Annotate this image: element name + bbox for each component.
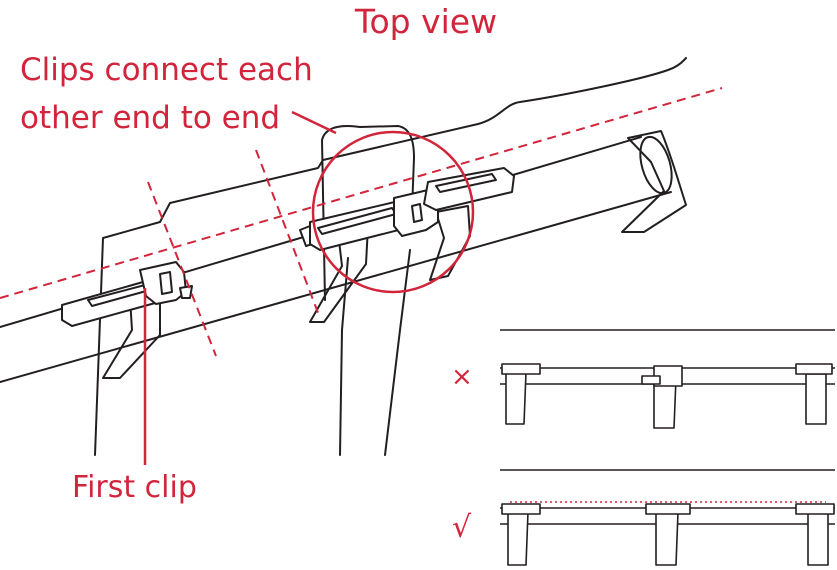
highlight-circle — [311, 130, 475, 294]
right-strap — [621, 130, 687, 233]
incorrect-example — [500, 329, 835, 429]
vertical-post — [321, 125, 415, 456]
first-clip — [61, 261, 193, 327]
connected-clips — [299, 167, 515, 251]
incorrect-mark: × — [451, 362, 473, 392]
callout-text-line-1: Clips connect each — [20, 52, 313, 88]
first-clip-label: First clip — [72, 470, 197, 505]
circle-strap-right — [429, 205, 471, 281]
main-pole-bottom — [0, 191, 672, 383]
alignment-line — [0, 87, 723, 299]
first-clip-guide-line — [147, 181, 217, 357]
fabric-sheet-outline — [94, 57, 687, 456]
callout-leader-line — [291, 110, 337, 135]
correct-mark: √ — [452, 510, 472, 545]
callout-text-line-2: other end to end — [20, 100, 281, 136]
main-pole-end — [639, 135, 673, 195]
correct-example — [500, 469, 835, 566]
diagram-title: Top view — [354, 2, 498, 41]
